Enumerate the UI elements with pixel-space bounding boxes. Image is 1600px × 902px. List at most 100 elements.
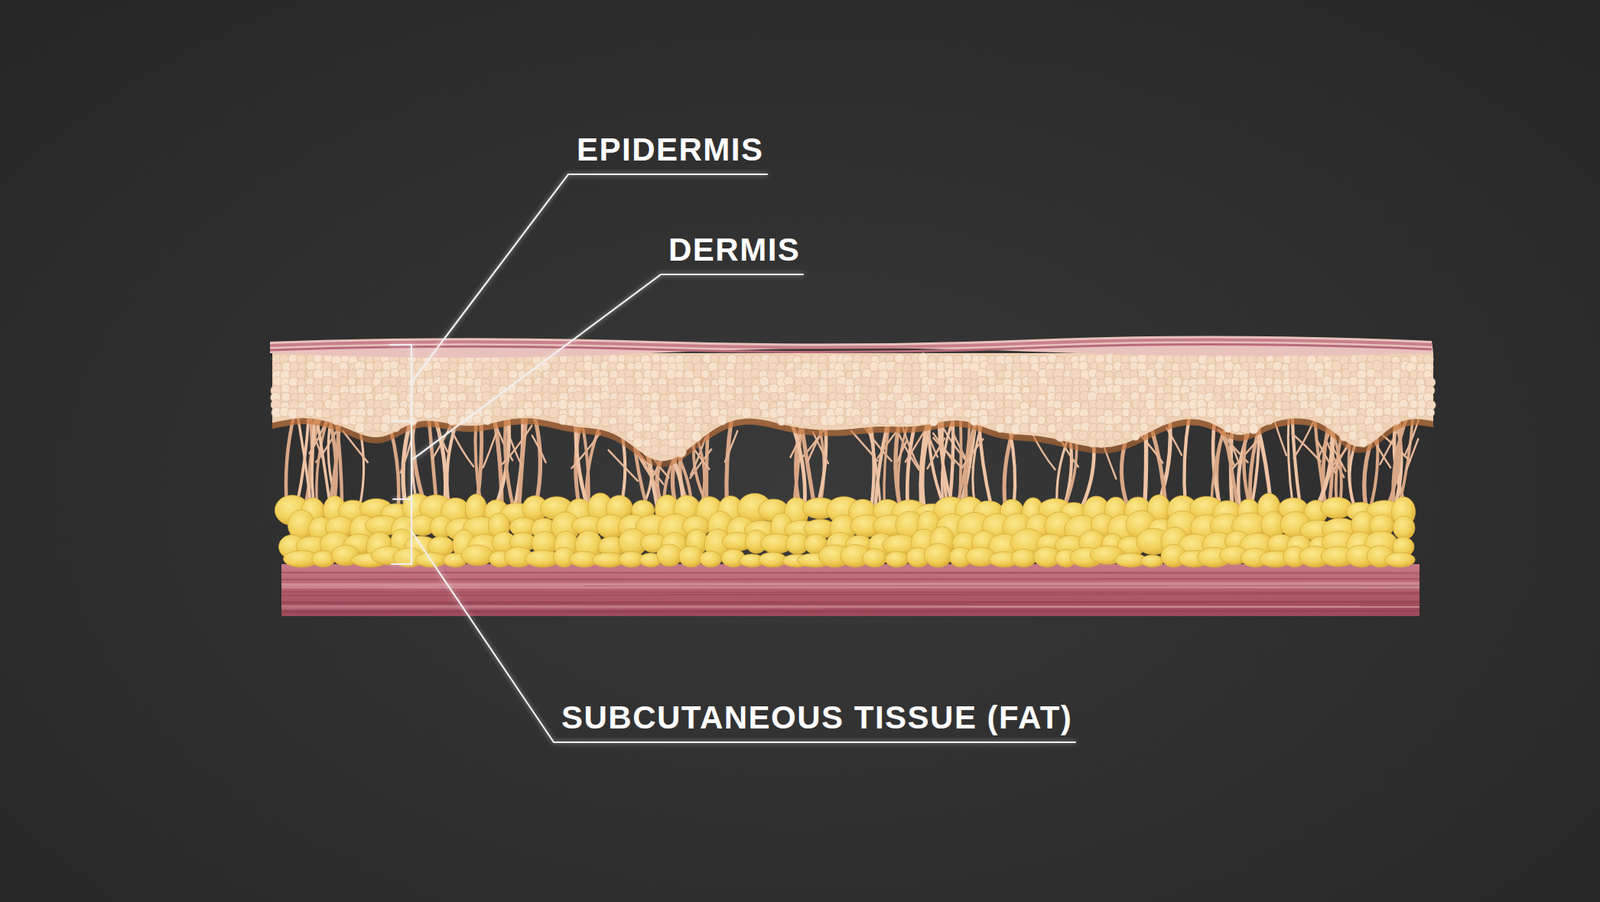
skin-cell (777, 416, 786, 426)
skin-cell (1282, 409, 1292, 420)
fat-cell (1011, 549, 1037, 568)
skin-cell (1367, 432, 1376, 442)
collagen-fibre (696, 438, 705, 507)
skin-cell (1215, 377, 1225, 387)
collagen-fibre (1151, 426, 1166, 507)
muscle-fibre (281, 610, 1420, 612)
skin-cell (472, 415, 482, 425)
collagen-branch (483, 433, 497, 468)
collagen-fibre (286, 414, 295, 507)
collagen-fibre (519, 413, 527, 507)
skin-cell (388, 377, 398, 387)
skin-cell (633, 407, 643, 417)
fat-cell (1385, 552, 1416, 568)
skin-cell (1366, 385, 1377, 396)
collagen-fibre (726, 416, 732, 507)
skin-cell (455, 384, 465, 394)
skin-cell (1053, 376, 1064, 387)
skin-cell (1122, 430, 1132, 440)
skin-cell (684, 409, 694, 419)
skin-cell (341, 408, 350, 417)
skin-cell (616, 362, 626, 372)
skin-cell (566, 377, 576, 387)
skin-cell (1046, 415, 1057, 426)
collagen-fibre (867, 422, 881, 507)
skin-cell (860, 407, 870, 417)
collagen-fibre (476, 420, 482, 507)
fat-cell (1141, 555, 1164, 568)
skin-cell (962, 384, 971, 394)
skin-cell (978, 392, 989, 402)
fat-cell (884, 551, 909, 568)
collagen-fibre (895, 422, 901, 507)
skin-cell (919, 416, 929, 426)
layer-label: EPIDERMIS (576, 131, 765, 169)
fat-cell (461, 545, 494, 566)
skin-cell (910, 408, 921, 418)
skin-cell (750, 369, 760, 379)
skin-cell (1231, 355, 1240, 365)
skin-cell (770, 393, 779, 402)
muscle-fibre (281, 608, 1420, 610)
fat-cell (923, 543, 953, 568)
skin-cell (532, 384, 542, 394)
skin-cell (792, 416, 802, 427)
skin-cell (758, 401, 769, 412)
collagen-branch (933, 438, 963, 469)
muscle-fibre (281, 584, 1420, 586)
muscle-fibre (281, 578, 1420, 580)
skin-cell (448, 363, 458, 372)
skin-cell (852, 415, 862, 425)
skin-cell (1004, 416, 1013, 425)
skin-cell (281, 392, 291, 402)
skin-cell (1095, 370, 1105, 381)
skin-cell (439, 407, 449, 417)
skin-cell (1163, 384, 1173, 394)
collagen-fibre (533, 414, 540, 507)
muscle-fibre (281, 585, 1420, 589)
skin-cell (1129, 415, 1139, 425)
skin-cell (533, 407, 543, 417)
skin-cell (1196, 406, 1207, 417)
skin-cell (954, 407, 965, 418)
skin-cell (668, 439, 677, 448)
skin-cell (650, 445, 660, 455)
skin-cell (296, 408, 307, 419)
muscle-fibre (281, 606, 1420, 609)
skin-cell (498, 361, 508, 371)
skin-cell (682, 439, 693, 449)
skin-cell (1356, 384, 1366, 394)
muscle-fibre (281, 586, 1420, 589)
skin-cell (844, 385, 854, 395)
skin-cell (917, 353, 929, 365)
skin-cell (776, 406, 787, 418)
skin-cell (1011, 400, 1021, 410)
skin-cell (1061, 393, 1071, 403)
skin-cell (1144, 399, 1156, 410)
skin-cell (1347, 362, 1358, 373)
skin-cell (651, 354, 661, 364)
skin-cell (700, 401, 710, 411)
skin-cell (657, 384, 668, 395)
skin-cell (357, 400, 366, 410)
skin-cell (591, 392, 602, 402)
collagen-branch (813, 432, 829, 465)
skin-cell (592, 354, 602, 365)
skin-cell (1248, 423, 1259, 434)
bracket-tick (393, 498, 412, 501)
collagen-branch (532, 435, 547, 463)
skin-cell (650, 414, 662, 426)
skin-cell (633, 422, 644, 433)
collagen-fibre (965, 419, 977, 507)
skin-cell (481, 369, 492, 379)
skin-cell (633, 438, 644, 449)
skin-cell (943, 383, 954, 394)
skin-cell (751, 384, 761, 394)
collagen-fibre (1009, 429, 1015, 507)
skin-cell (650, 370, 660, 380)
skin-cell (1003, 406, 1014, 417)
skin-cell (573, 391, 585, 403)
skin-cell (1391, 416, 1402, 426)
skin-cell (1180, 370, 1191, 381)
